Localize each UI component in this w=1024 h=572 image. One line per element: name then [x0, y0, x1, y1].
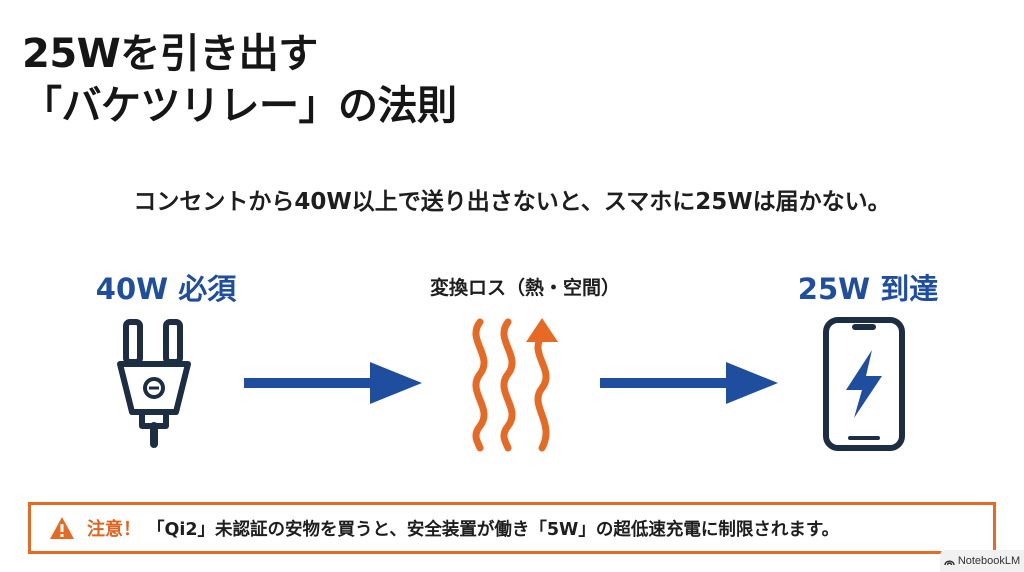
warning-label: 注意！ — [87, 519, 141, 540]
arrow-right-icon — [244, 362, 422, 404]
warning-text: 「Qi2」未認証の安物を買うと、安全装置が働き「5W」の超低速充電に制限されます… — [147, 519, 840, 540]
notebooklm-badge: NotebookLM — [940, 550, 1024, 572]
title-line-2: 「バケツリレー」の法則 — [22, 83, 457, 129]
plug-icon — [117, 319, 191, 448]
slide-title: 25Wを引き出す 「バケツリレー」の法則 — [22, 28, 457, 132]
conversion-loss-label: 変換ロス（熱・空間） — [429, 277, 620, 299]
notebooklm-logo-icon — [944, 560, 955, 565]
input-power-label: 40W 必須 — [95, 272, 237, 306]
arrow-right-icon — [600, 362, 778, 404]
warning-box: 注意！ 「Qi2」未認証の安物を買うと、安全装置が働き「5W」の超低速充電に制限… — [28, 502, 996, 554]
badge-text: NotebookLM — [957, 555, 1021, 567]
phone-charging-icon — [823, 317, 905, 451]
output-power-label: 25W 到達 — [797, 272, 939, 306]
title-line-1: 25Wを引き出す — [22, 31, 318, 77]
subtitle: コンセントから40W以上で送り出さないと、スマホに25Wは届かない。 — [133, 189, 891, 215]
heat-waves-icon — [472, 318, 558, 452]
warning-icon — [50, 517, 74, 539]
